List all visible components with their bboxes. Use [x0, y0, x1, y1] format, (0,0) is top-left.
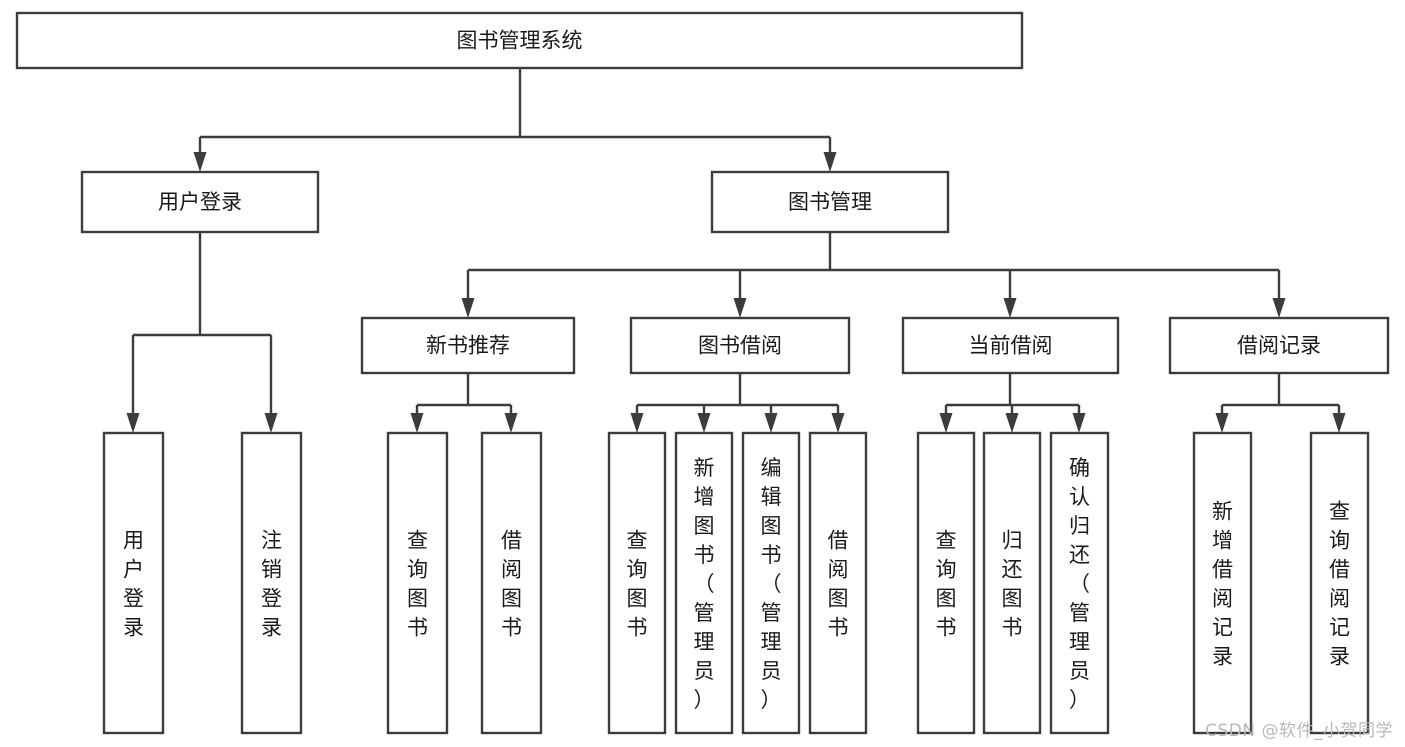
node-label: 查询图书	[627, 529, 648, 640]
node-leaf-query-book-2[interactable]: 查询图书	[607, 431, 667, 735]
arrow-head-icon	[193, 152, 207, 172]
connector-bus-borrow-record	[1215, 373, 1346, 433]
arrow-head-icon	[939, 413, 953, 433]
node-leaf-edit-book[interactable]: 编辑图书（管理员）	[741, 431, 801, 735]
node-new-book-rec[interactable]: 新书推荐	[360, 316, 576, 375]
node-box[interactable]	[901, 316, 1120, 375]
node-leaf-borrow-book-2[interactable]: 借阅图书	[808, 431, 868, 735]
node-box[interactable]	[15, 11, 1024, 70]
node-label: 当前借阅	[969, 334, 1053, 358]
connector-bus-user-login	[126, 232, 278, 433]
node-box[interactable]	[360, 316, 576, 375]
arrow-head-icon	[504, 413, 518, 433]
node-box[interactable]	[386, 431, 449, 735]
node-box[interactable]	[102, 431, 165, 735]
node-leaf-query-record[interactable]: 查询借阅记录	[1309, 431, 1370, 735]
node-box[interactable]	[710, 170, 950, 234]
node-label: 新增图书（管理员）	[694, 456, 715, 712]
node-label: 图书借阅	[698, 334, 782, 358]
arrow-head-icon	[1005, 413, 1019, 433]
node-label: 图书管理	[788, 190, 872, 214]
node-leaf-user-login[interactable]: 用户登录	[102, 431, 165, 735]
node-label: 借阅记录	[1237, 334, 1321, 358]
node-box[interactable]	[1168, 316, 1390, 375]
node-label: 用户登录	[123, 529, 144, 640]
node-label: 借阅图书	[501, 529, 522, 640]
node-label: 查询图书	[936, 529, 957, 640]
node-label: 确认归还（管理员）	[1069, 456, 1090, 712]
connector-bus-root	[193, 68, 837, 172]
node-box[interactable]	[1192, 431, 1253, 735]
node-leaf-query-book-1[interactable]: 查询图书	[386, 431, 449, 735]
arrow-head-icon	[823, 152, 837, 172]
arrow-head-icon	[697, 413, 711, 433]
node-leaf-query-book-3[interactable]: 查询图书	[916, 431, 976, 735]
node-leaf-add-record[interactable]: 新增借阅记录	[1192, 431, 1253, 735]
node-label: 查询借阅记录	[1329, 500, 1350, 669]
node-leaf-return-book[interactable]: 归还图书	[982, 431, 1042, 735]
node-box[interactable]	[629, 316, 851, 375]
node-book-borrow[interactable]: 图书借阅	[629, 316, 851, 375]
csdn-watermark: CSDN @软件_小贺同学	[1205, 721, 1393, 741]
connectors-layer	[126, 68, 1346, 433]
node-root[interactable]: 图书管理系统	[15, 11, 1024, 70]
connector-bus-new-book-rec	[410, 373, 518, 433]
node-leaf-confirm-return[interactable]: 确认归还（管理员）	[1049, 431, 1110, 735]
node-leaf-add-book[interactable]: 新增图书（管理员）	[674, 431, 734, 735]
arrow-head-icon	[831, 413, 845, 433]
node-box[interactable]	[240, 431, 303, 735]
arrow-head-icon	[461, 298, 475, 318]
arrow-head-icon	[1332, 413, 1346, 433]
node-label: 新书推荐	[426, 334, 510, 358]
node-current-borrow[interactable]: 当前借阅	[901, 316, 1120, 375]
arrow-head-icon	[1215, 413, 1229, 433]
node-box[interactable]	[982, 431, 1042, 735]
node-label: 归还图书	[1002, 529, 1023, 640]
node-label: 查询图书	[407, 529, 428, 640]
node-leaf-borrow-book-1[interactable]: 借阅图书	[480, 431, 543, 735]
node-box[interactable]	[741, 431, 801, 735]
arrow-head-icon	[126, 413, 140, 433]
node-box[interactable]	[607, 431, 667, 735]
arrow-head-icon	[1272, 298, 1286, 318]
arrow-head-icon	[733, 298, 747, 318]
node-label: 借阅图书	[828, 529, 849, 640]
connector-bus-book-manage	[461, 232, 1286, 318]
node-box[interactable]	[674, 431, 734, 735]
node-box[interactable]	[1049, 431, 1110, 735]
nodes-layer: 图书管理系统用户登录图书管理新书推荐图书借阅当前借阅借阅记录用户登录注销登录查询…	[15, 11, 1390, 735]
arrow-head-icon	[410, 413, 424, 433]
node-label: 注销登录	[261, 529, 282, 640]
node-label: 用户登录	[158, 190, 242, 214]
node-book-manage[interactable]: 图书管理	[710, 170, 950, 234]
node-box[interactable]	[1309, 431, 1370, 735]
node-label: 编辑图书（管理员）	[761, 456, 782, 712]
node-box[interactable]	[480, 431, 543, 735]
node-user-login[interactable]: 用户登录	[80, 170, 320, 234]
node-borrow-record[interactable]: 借阅记录	[1168, 316, 1390, 375]
connector-bus-current-borrow	[939, 373, 1086, 433]
connector-bus-book-borrow	[630, 373, 845, 433]
arrow-head-icon	[1003, 298, 1017, 318]
node-label: 新增借阅记录	[1212, 500, 1233, 669]
arrow-head-icon	[264, 413, 278, 433]
node-box[interactable]	[80, 170, 320, 234]
node-label: 图书管理系统	[457, 29, 583, 53]
arrow-head-icon	[1072, 413, 1086, 433]
node-box[interactable]	[916, 431, 976, 735]
node-box[interactable]	[808, 431, 868, 735]
node-leaf-logout[interactable]: 注销登录	[240, 431, 303, 735]
arrow-head-icon	[764, 413, 778, 433]
arrow-head-icon	[630, 413, 644, 433]
